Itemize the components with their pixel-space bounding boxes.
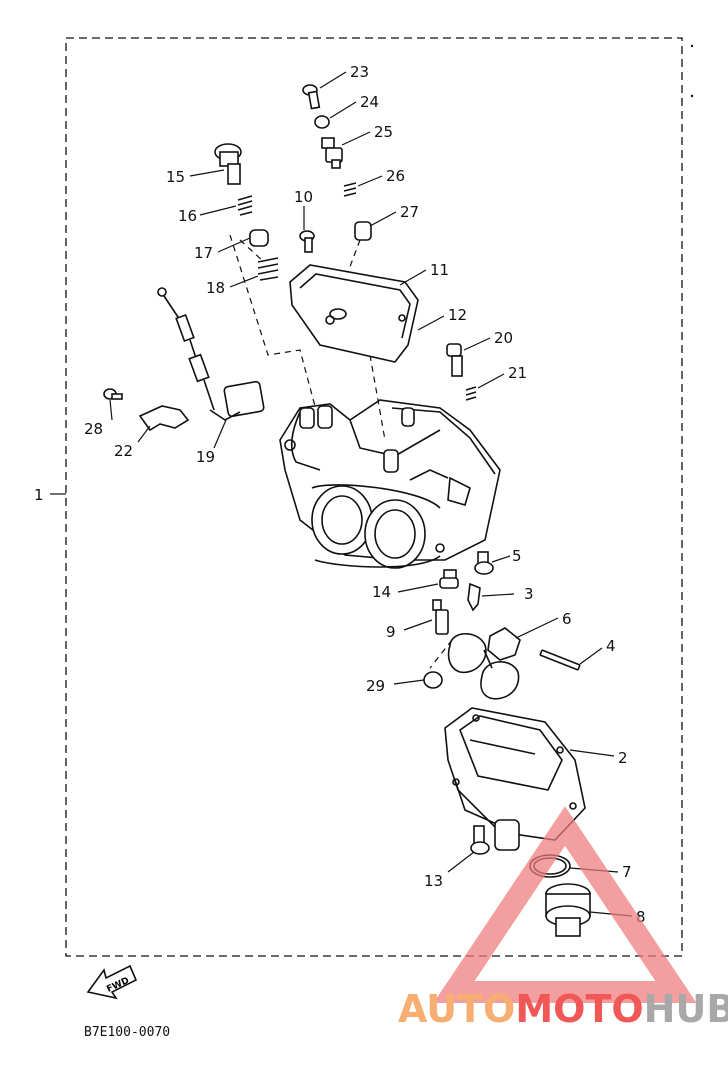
- spring-21: [465, 386, 477, 401]
- pin-4: [539, 649, 581, 671]
- assembly-ref-label: 1: [34, 486, 44, 504]
- screw-28: [103, 388, 123, 400]
- part-label-28: 28: [84, 420, 103, 438]
- float-bowl: [444, 707, 586, 851]
- part-label-6: 6: [562, 610, 572, 628]
- watermark-logo: AUTOMOTOHUB: [398, 806, 728, 1031]
- part-label-18: 18: [206, 279, 225, 297]
- bolt-15: [214, 143, 242, 185]
- part-label-19: 19: [196, 448, 215, 466]
- carburetor-body: [279, 399, 501, 569]
- part-label-2: 2: [618, 749, 628, 767]
- drain-plug-8: [545, 883, 591, 937]
- screw-20: [446, 343, 463, 377]
- part-label-11: 11: [430, 261, 449, 279]
- part-label-22: 22: [114, 442, 133, 460]
- part-label-4: 4: [606, 637, 616, 655]
- needle-valve-3: [467, 582, 481, 612]
- part-label-16: 16: [178, 207, 197, 225]
- screw-13: [470, 825, 490, 855]
- screw-5: [474, 551, 494, 575]
- fwd-arrow: FWD: [86, 964, 138, 1000]
- jet-9: [432, 599, 449, 635]
- part-label-24: 24: [360, 93, 379, 111]
- part-label-23: 23: [350, 63, 369, 81]
- plug-29: [423, 671, 443, 689]
- part-label-29: 29: [366, 677, 385, 695]
- spring-16: [237, 195, 253, 216]
- float-part: [447, 627, 521, 700]
- part-label-9: 9: [386, 623, 396, 641]
- part-label-12: 12: [448, 306, 467, 324]
- part-label-25: 25: [374, 123, 393, 141]
- part-label-10: 10: [294, 188, 313, 206]
- part-label-14: 14: [372, 583, 391, 601]
- watermark-brand: AUTOMOTOHUB: [398, 987, 728, 1031]
- part-label-15: 15: [166, 168, 185, 186]
- washer-24: [314, 115, 330, 129]
- jet-25: [321, 137, 343, 169]
- screw-10: [299, 230, 315, 253]
- sensor-19: [157, 287, 265, 421]
- leader-lines: [109, 71, 633, 917]
- drawing-code: B7E100-0070: [84, 1025, 170, 1040]
- top-cover: [289, 264, 419, 363]
- connector-22: [138, 405, 190, 432]
- plug-27: [354, 221, 372, 241]
- part-label-21: 21: [508, 364, 527, 382]
- spring-18: [257, 257, 279, 281]
- part-label-3: 3: [524, 585, 534, 603]
- part-label-5: 5: [512, 547, 522, 565]
- part-label-20: 20: [494, 329, 513, 347]
- part-label-8: 8: [636, 908, 646, 926]
- collar-17: [249, 229, 269, 247]
- screw-23: [302, 84, 321, 110]
- watermark-triangle: [433, 806, 697, 1003]
- part-label-13: 13: [424, 872, 443, 890]
- part-label-26: 26: [386, 167, 405, 185]
- jet-14: [439, 569, 459, 589]
- spring-26: [343, 182, 357, 197]
- part-label-7: 7: [622, 863, 632, 881]
- part-label-27: 27: [400, 203, 419, 221]
- part-label-17: 17: [194, 244, 213, 262]
